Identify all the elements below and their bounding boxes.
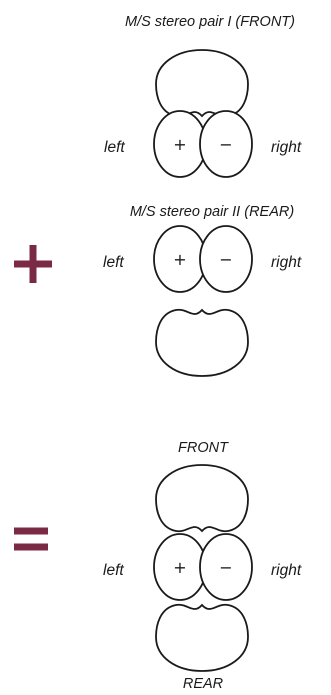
combined-front-label: FRONT bbox=[178, 440, 229, 456]
front-pair-title: M/S stereo pair I (FRONT) bbox=[125, 14, 295, 30]
combined-left-label: left bbox=[103, 562, 124, 579]
rear-pair-title: M/S stereo pair II (REAR) bbox=[130, 204, 294, 220]
rear-side-figure-lobe bbox=[199, 225, 253, 293]
rear-pair-group: M/S stereo pair II (REAR) + − left right bbox=[103, 204, 302, 377]
combined-front-cardioid bbox=[155, 464, 249, 533]
rear-cardioid bbox=[155, 308, 249, 377]
front-minus-sign: − bbox=[219, 135, 232, 154]
equals-operator bbox=[14, 527, 48, 551]
combined-plus-sign: + bbox=[173, 558, 186, 577]
rear-plus-sign: + bbox=[173, 250, 186, 269]
front-cardioid bbox=[155, 49, 249, 118]
front-plus-sign: + bbox=[173, 135, 186, 154]
combined-right-label: right bbox=[271, 562, 302, 579]
front-side-figure-lobe bbox=[199, 110, 253, 178]
combined-minus-sign: − bbox=[219, 558, 232, 577]
combined-group: FRONT + − left right REAR bbox=[103, 440, 302, 692]
rear-minus-sign: − bbox=[219, 250, 232, 269]
plus-operator bbox=[14, 245, 52, 283]
front-left-label: left bbox=[104, 139, 125, 156]
combined-rear-cardioid bbox=[155, 603, 249, 672]
rear-right-label: right bbox=[271, 254, 302, 271]
front-right-label: right bbox=[271, 139, 302, 156]
combined-side-figure-lobe bbox=[199, 533, 253, 601]
rear-left-label: left bbox=[103, 254, 124, 271]
combined-rear-label: REAR bbox=[183, 676, 224, 692]
front-pair-group: M/S stereo pair I (FRONT) + − left right bbox=[104, 14, 302, 178]
